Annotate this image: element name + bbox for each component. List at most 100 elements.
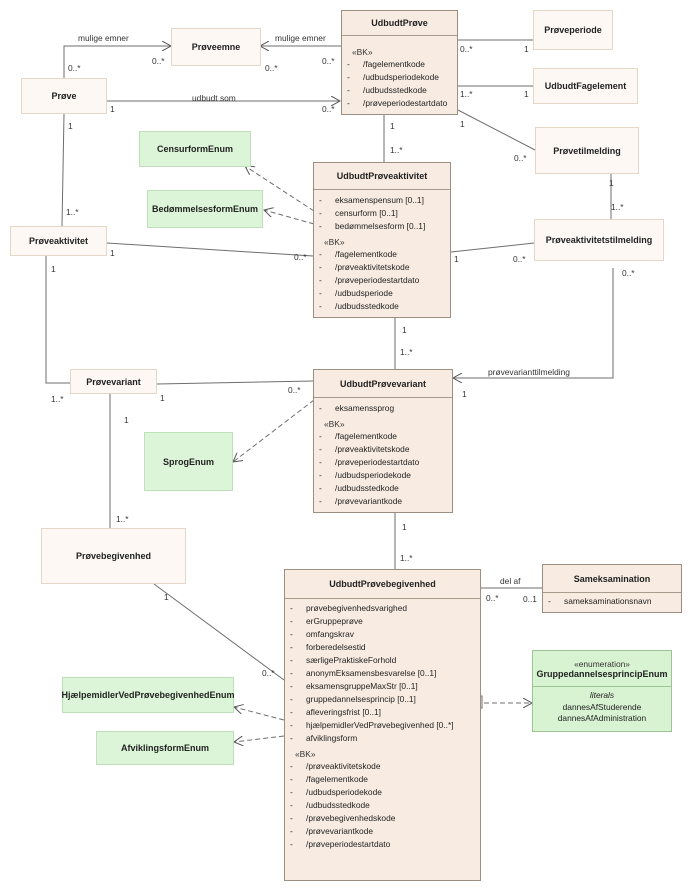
class-proveemne[interactable]: Prøveemne bbox=[171, 28, 261, 66]
enum-literal: dannesAfStuderende bbox=[562, 702, 642, 712]
class-prove[interactable]: Prøve bbox=[21, 78, 107, 114]
attr-row: -/fagelementkode bbox=[319, 431, 397, 441]
assoc-provevariant-udbudt bbox=[156, 380, 314, 385]
mult: 0..1 bbox=[523, 594, 537, 604]
attr-row: -forberedelsestid bbox=[290, 642, 366, 652]
enum-sprog[interactable]: SprogEnum bbox=[144, 432, 233, 491]
class-udbudt-provebegivenhed[interactable]: UdbudtPrøvebegivenhed -prøvebegivenhedsv… bbox=[284, 569, 481, 881]
class-title: Prøveemne bbox=[191, 42, 241, 52]
attr-row: -afviklingsform bbox=[290, 733, 358, 743]
enum-gruppedannelsesprincip[interactable]: «enumeration» GruppedannelsesprincipEnum… bbox=[532, 650, 672, 732]
assoc-provebegivenhed-udbudt bbox=[153, 583, 285, 681]
class-udbudt-provevariant[interactable]: UdbudtPrøvevariant -eksamenssprog «BK» -… bbox=[313, 369, 453, 513]
mult: 1..* bbox=[400, 553, 413, 563]
mult: 0..* bbox=[486, 593, 499, 603]
class-title: Prøvetilmelding bbox=[553, 145, 621, 156]
mult: 0..* bbox=[152, 56, 165, 66]
mult: 0..* bbox=[322, 56, 335, 66]
mult: 1..* bbox=[611, 202, 624, 212]
attr-row: -eksamenssprog bbox=[319, 403, 395, 413]
dep-afviklingsform bbox=[234, 735, 285, 742]
mult: 1..* bbox=[460, 89, 473, 99]
class-title: UdbudtPrøveaktivitet bbox=[336, 171, 428, 181]
enum-literal: dannesAfAdministration bbox=[557, 713, 647, 723]
class-provebegivenhed[interactable]: Prøvebegivenhed bbox=[41, 528, 186, 584]
mult: 1 bbox=[110, 104, 115, 114]
mult: 0..* bbox=[513, 254, 526, 264]
class-title: UdbudtPrøvevariant bbox=[339, 378, 426, 389]
enum-afviklingsform[interactable]: AfviklingsformEnum bbox=[96, 731, 234, 765]
class-proveaktivitetstilmelding[interactable]: Prøveaktivitetstilmelding bbox=[534, 219, 664, 261]
class-title: Prøveperiode bbox=[544, 25, 602, 35]
stereotype-bk: «BK» bbox=[352, 47, 373, 57]
enum-title: SprogEnum bbox=[163, 456, 214, 467]
enum-censurform[interactable]: CensurformEnum bbox=[139, 131, 251, 167]
class-proveaktivitet[interactable]: Prøveaktivitet bbox=[10, 226, 107, 256]
mult: 0..* bbox=[460, 44, 473, 54]
mult: 1..* bbox=[51, 394, 64, 404]
label-provevarianttilmelding: prøvevarianttilmelding bbox=[488, 367, 570, 377]
attr-row: -/udbudsperiodekode bbox=[347, 72, 439, 82]
mult: 0..* bbox=[622, 268, 635, 278]
mult: 0..* bbox=[68, 63, 81, 73]
class-udbudt-fagelement[interactable]: UdbudtFagelement bbox=[533, 68, 638, 104]
mult: 1 bbox=[454, 254, 459, 264]
enum-title: AfviklingsformEnum bbox=[120, 743, 209, 753]
attr-row: -sameksaminationsnavn bbox=[548, 596, 652, 606]
mult: 1..* bbox=[390, 145, 403, 155]
mult: 0..* bbox=[288, 385, 301, 395]
mult: 1 bbox=[160, 393, 165, 403]
dep-sprog bbox=[233, 399, 315, 462]
class-provevariant[interactable]: Prøvevariant bbox=[70, 369, 157, 394]
class-title: UdbudtFagelement bbox=[544, 81, 627, 91]
attr-row: -/udbudsperiode bbox=[319, 288, 393, 298]
attr-row: -erGruppeprøve bbox=[290, 616, 363, 626]
attr-row: -omfangskrav bbox=[290, 629, 354, 639]
class-title: Prøveaktivitet bbox=[28, 236, 89, 246]
attr-row: -/udbudsstedkode bbox=[290, 800, 370, 810]
assoc-provevarianttilmelding bbox=[453, 268, 614, 378]
class-title: Sameksamination bbox=[573, 573, 651, 584]
class-title: Prøvevariant bbox=[86, 376, 141, 387]
dep-hjaelpemidler bbox=[234, 707, 285, 721]
assoc-prove-proveemne bbox=[63, 46, 171, 78]
enum-bedommelsesform[interactable]: BedømmelsesformEnum bbox=[147, 190, 263, 228]
class-sameksamination[interactable]: Sameksamination -sameksaminationsnavn bbox=[542, 564, 682, 613]
mult: 0..* bbox=[265, 63, 278, 73]
mult: 1 bbox=[110, 248, 115, 258]
assoc-proveaktivitet-udbudt bbox=[106, 242, 314, 257]
attr-row: -/udbudsstedkode bbox=[347, 85, 427, 95]
enum-title: GruppedannelsesprincipEnum bbox=[536, 668, 668, 679]
attr-row: -/udbudsperiodekode bbox=[319, 470, 411, 480]
class-proveperiode[interactable]: Prøveperiode bbox=[533, 10, 613, 50]
mult: 1 bbox=[462, 389, 467, 399]
stereotype-bk: «BK» bbox=[324, 419, 345, 429]
assoc-aktivtilmelding-udbudt bbox=[450, 242, 535, 253]
attr-row: -hjælpemidlerVedPrøvebegivenhed [0..*] bbox=[290, 720, 454, 730]
class-title: UdbudtPrøve bbox=[371, 18, 428, 28]
class-title: Prøve bbox=[51, 91, 77, 101]
enum-hjaelpemidler[interactable]: HjælpemidlerVedPrøvebegivenhedEnum bbox=[61, 677, 235, 713]
mult: 0..* bbox=[322, 104, 335, 114]
stereotype-bk: «BK» bbox=[324, 237, 345, 247]
attr-row: -/prøveaktivitetskode bbox=[290, 761, 381, 771]
assoc-udbudtprove-provetilmelding bbox=[457, 109, 536, 151]
attr-row: -/udbudsstedkode bbox=[319, 301, 399, 311]
attr-row: -eksamenspensum [0..1] bbox=[319, 195, 424, 205]
attr-row: -/prøveaktivitetskode bbox=[319, 262, 410, 272]
attr-row: -/prøveperiodestartdato bbox=[347, 98, 448, 108]
mult: 0..* bbox=[514, 153, 527, 163]
attr-row: -/prøveperiodestartdato bbox=[290, 839, 391, 849]
attr-row: -censurform [0..1] bbox=[319, 208, 398, 218]
label-udbudt-som: udbudt som bbox=[192, 93, 236, 103]
attr-row: -/prøvebegivenhedskode bbox=[290, 813, 396, 823]
attr-row: -anonymEksamensbesvarelse [0..1] bbox=[290, 668, 437, 678]
class-udbudt-proveaktivitet[interactable]: UdbudtPrøveaktivitet -eksamenspensum [0.… bbox=[313, 162, 451, 318]
enum-title: CensurformEnum bbox=[156, 144, 233, 154]
class-provetilmelding[interactable]: Prøvetilmelding bbox=[535, 127, 639, 174]
attr-row: -eksamensgruppeMaxStr [0..1] bbox=[290, 681, 418, 691]
class-udbudt-prove[interactable]: UdbudtPrøve «BK» -/fagelementkode -/udbu… bbox=[341, 10, 458, 115]
attr-row: -/prøvevariantkode bbox=[319, 496, 403, 506]
attr-row: -/fagelementkode bbox=[319, 249, 397, 259]
